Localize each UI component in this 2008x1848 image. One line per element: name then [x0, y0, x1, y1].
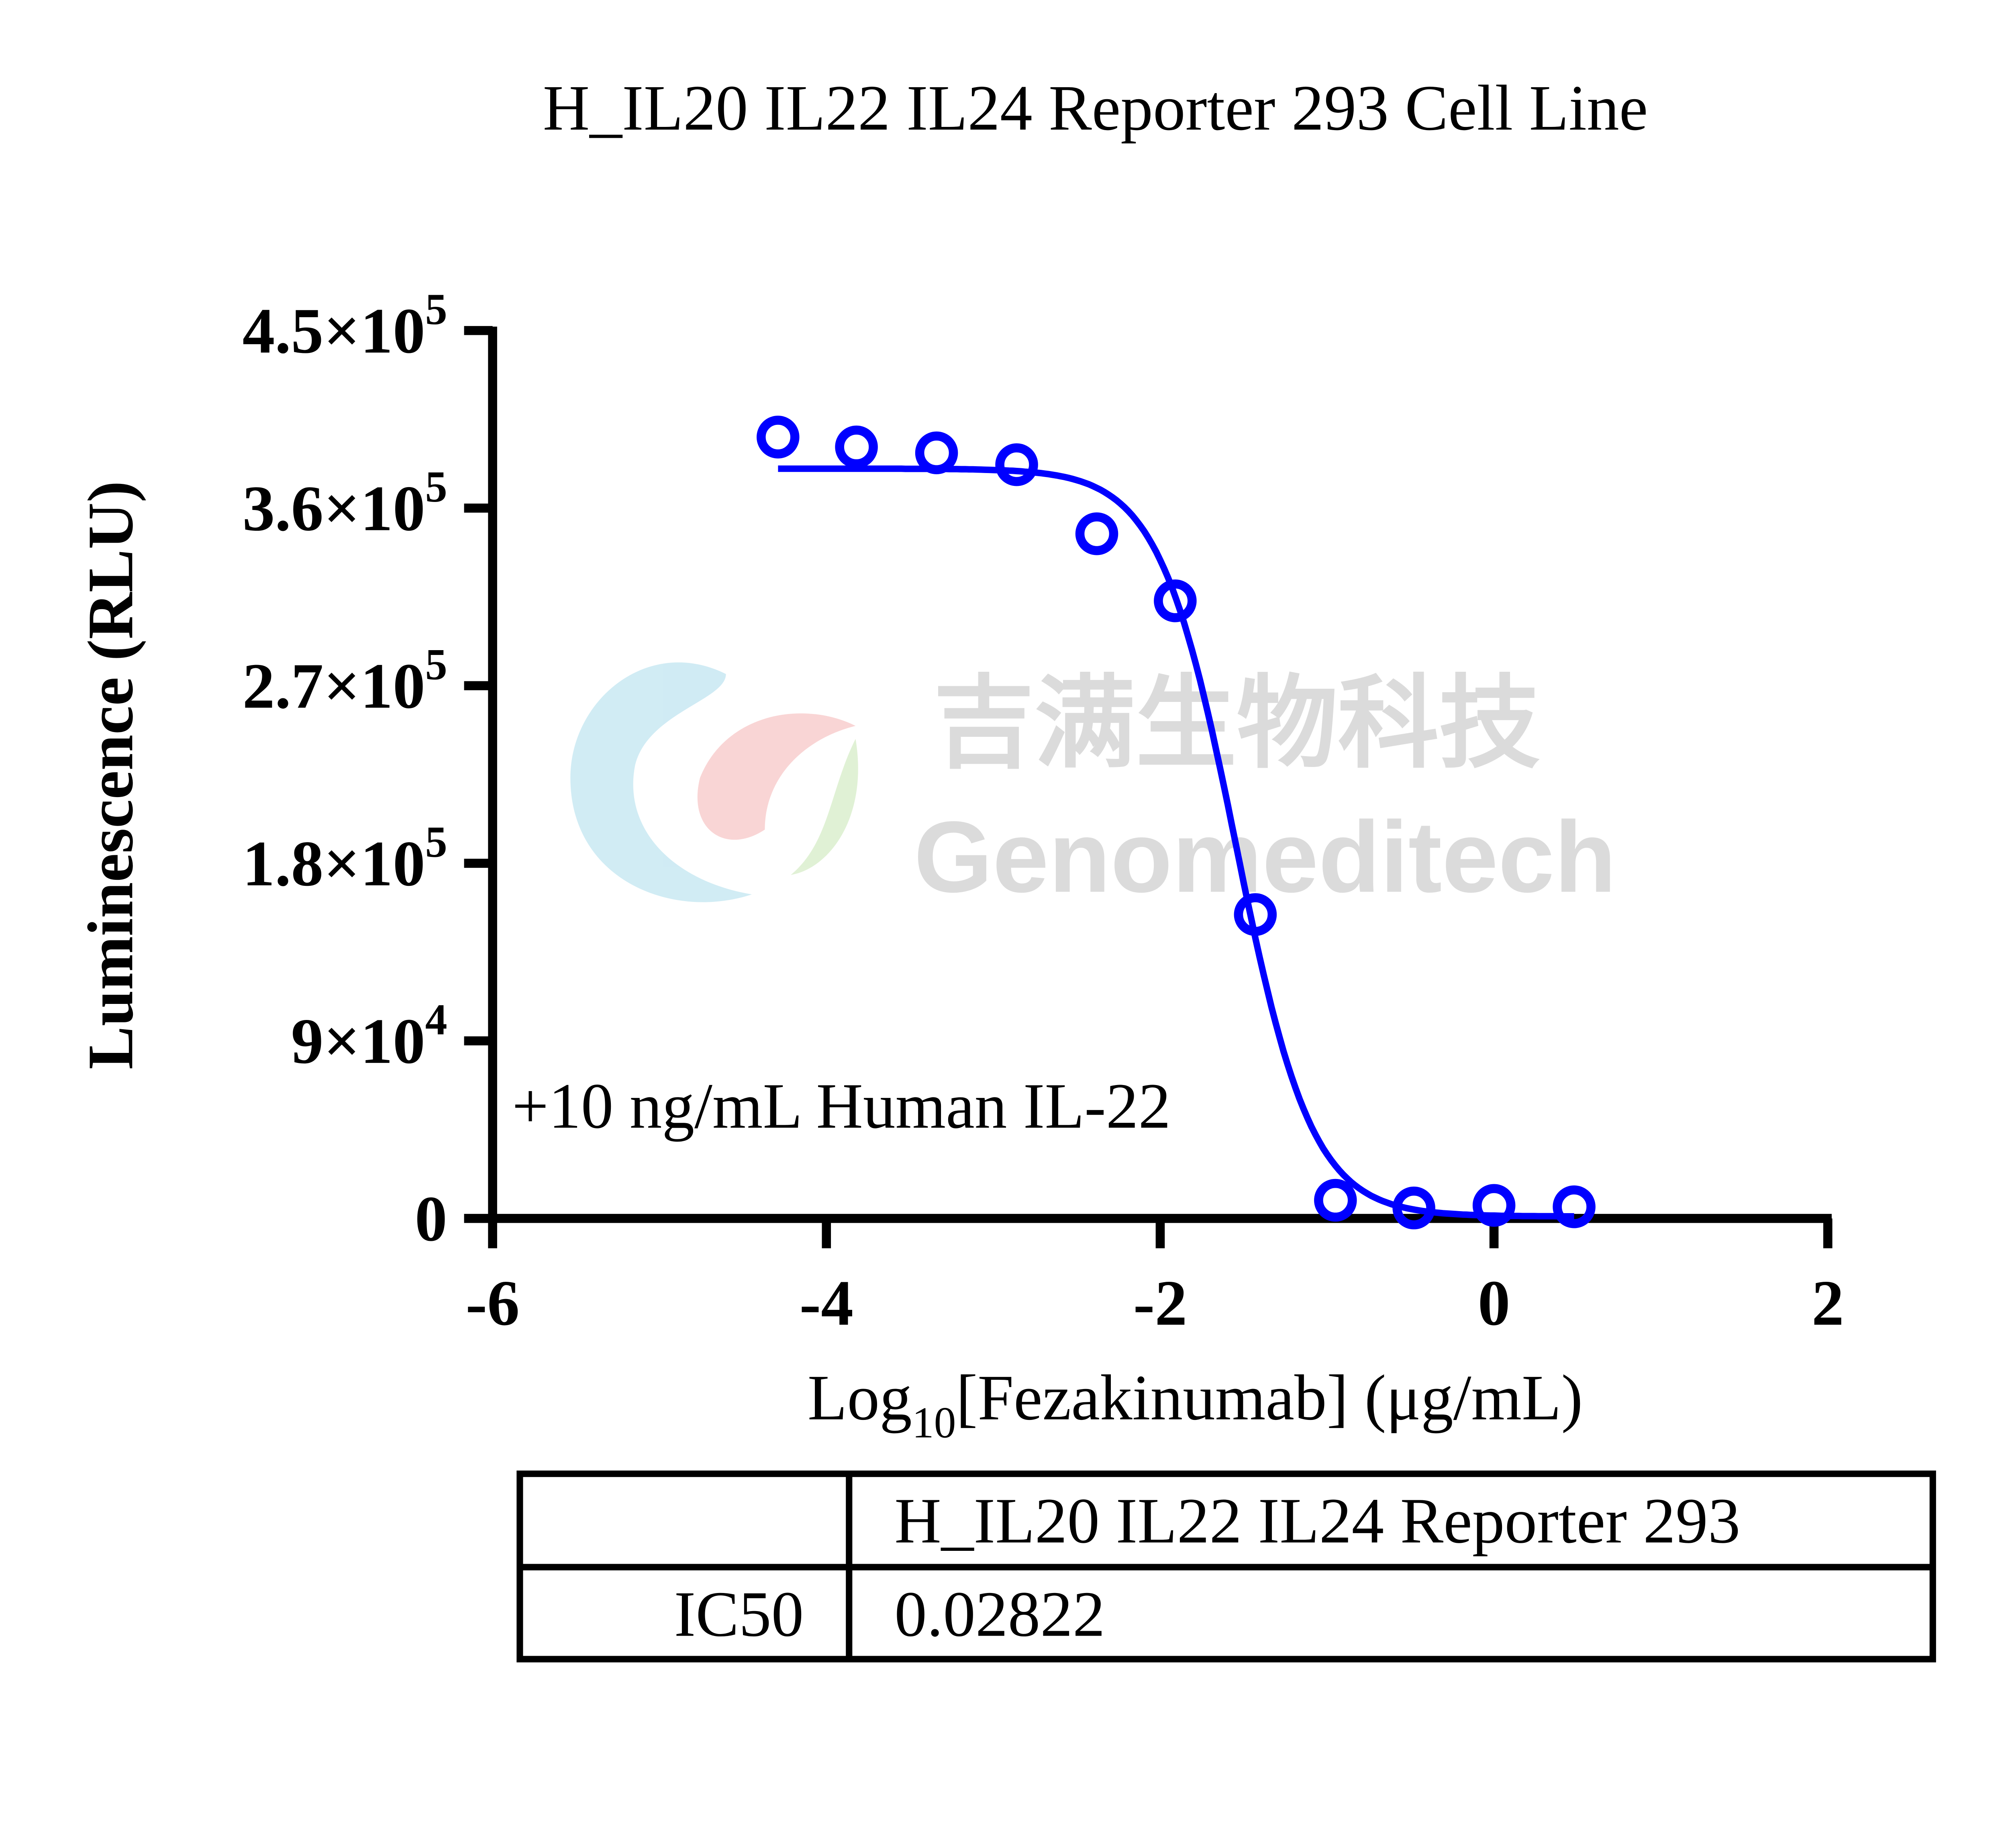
y-tick-label-exponent: 5 — [425, 818, 447, 867]
y-tick-label-mantissa: 0 — [415, 1183, 447, 1254]
data-point — [1154, 579, 1197, 622]
x-tick-label: -6 — [465, 1267, 519, 1339]
data-point — [1234, 893, 1277, 936]
data-point — [835, 425, 878, 469]
y-tick-label-exponent: 4 — [425, 995, 447, 1044]
y-tick-label-mantissa: 1.8×10 — [243, 828, 425, 900]
data-point — [1075, 512, 1118, 555]
watermark-cn: 吉满生物科技 — [933, 667, 1540, 780]
y-tick-label-mantissa: 2.7×10 — [243, 650, 425, 722]
data-point — [1314, 1179, 1357, 1222]
x-axis-label: Log10[Fezakinumab] (μg/mL) — [808, 1362, 1583, 1447]
data-point — [1392, 1186, 1435, 1230]
watermark-logo: 吉满生物科技 Genomeditech — [570, 662, 1616, 914]
data-point — [756, 416, 800, 459]
x-axis-label-sub: 10 — [912, 1398, 956, 1447]
y-tick-label: 2.7×105 — [243, 640, 447, 722]
y-tick-label-mantissa: 3.6×10 — [243, 472, 425, 544]
x-tick-label: -2 — [1133, 1267, 1187, 1339]
y-axis-label: Luminescence (RLU) — [74, 481, 146, 1069]
data-point — [995, 443, 1038, 486]
chart: 吉满生物科技 Genomeditech H_IL20 IL22 IL24 Rep… — [74, 72, 1936, 1662]
data-point — [915, 431, 958, 475]
x-axis-label-rest: [Fezakinumab] (μg/mL) — [956, 1362, 1583, 1434]
y-tick-label: 1.8×105 — [243, 818, 447, 900]
y-tick-label-exponent: 5 — [425, 462, 447, 511]
fit-curve — [778, 465, 1574, 1220]
data-points — [756, 416, 1596, 1230]
x-tick-label: 2 — [1812, 1267, 1844, 1339]
x-tick-label: -4 — [800, 1267, 853, 1339]
table-row-value: 0.02822 — [894, 1578, 1105, 1650]
data-point — [1472, 1184, 1516, 1227]
watermark-en: Genomeditech — [914, 801, 1616, 914]
y-tick-label-exponent: 5 — [425, 285, 447, 334]
table-row-label: IC50 — [674, 1578, 804, 1650]
y-tick-label-mantissa: 4.5×10 — [243, 295, 425, 367]
y-tick-label: 4.5×105 — [243, 285, 447, 367]
axes — [488, 326, 1832, 1223]
x-tick-label: 0 — [1478, 1267, 1510, 1339]
chart-title: H_IL20 IL22 IL24 Reporter 293 Cell Line — [543, 72, 1648, 144]
results-table — [516, 1471, 1936, 1662]
y-tick-label: 3.6×105 — [243, 462, 447, 544]
x-ticks: -6 -4 -2 0 2 — [465, 1218, 1844, 1339]
y-tick-label: 9×104 — [291, 995, 447, 1077]
x-axis-label-main: Log — [808, 1362, 912, 1434]
data-point — [1553, 1185, 1596, 1228]
y-tick-label: 0 — [415, 1183, 447, 1254]
table-header-col2: H_IL20 IL22 IL24 Reporter 293 — [894, 1485, 1740, 1556]
y-tick-label-exponent: 5 — [425, 640, 447, 689]
annotation: +10 ng/mL Human IL-22 — [512, 1070, 1171, 1142]
y-tick-label-mantissa: 9×10 — [291, 1005, 425, 1077]
